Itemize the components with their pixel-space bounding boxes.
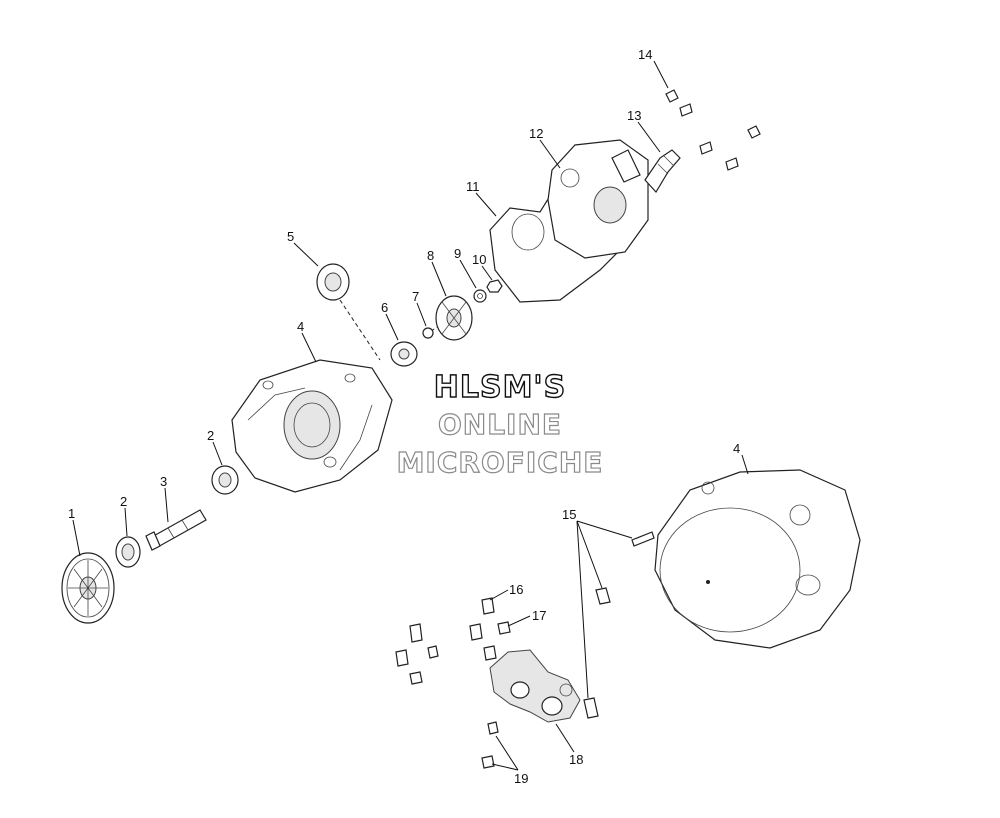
part-8-impeller	[435, 295, 473, 341]
callout-5: 5	[287, 229, 294, 244]
callout-6: 6	[381, 300, 388, 315]
callout-9: 9	[454, 246, 461, 261]
callout-7: 7	[412, 289, 419, 304]
part-16-17-sleeves	[395, 597, 511, 685]
callout-14: 14	[638, 47, 652, 62]
part-15-bolts	[583, 531, 655, 719]
part-13-fitting	[644, 149, 681, 193]
part-9-washer	[473, 289, 487, 303]
part-5-seal	[316, 263, 350, 301]
alignment-line	[339, 299, 381, 361]
watermark-line-1: HLSM'S	[433, 369, 567, 405]
part-6-bushing	[390, 341, 418, 367]
part-3-shaft	[145, 509, 207, 551]
callout-4: 4	[733, 441, 740, 456]
part-19-screws	[481, 721, 499, 769]
part-2-bearing-upper	[211, 465, 239, 495]
callout-17: 17	[532, 608, 546, 623]
callout-13: 13	[627, 108, 641, 123]
callout-8: 8	[427, 248, 434, 263]
callout-4: 4	[297, 319, 304, 334]
callout-19: 19	[514, 771, 528, 786]
callout-2: 2	[207, 428, 214, 443]
callout-labels: 1 2 3 2 4 5 6 7 8 9 10 11 12 13 14 4 15 …	[68, 47, 740, 786]
callout-12: 12	[529, 126, 543, 141]
callout-1: 1	[68, 506, 75, 521]
part-14-screws	[665, 89, 761, 171]
part-7-clip	[422, 327, 434, 339]
part-10-nut	[486, 279, 503, 293]
callout-15: 15	[562, 507, 576, 522]
callout-18: 18	[569, 752, 583, 767]
callout-11: 11	[466, 179, 480, 194]
part-1-gear	[61, 552, 115, 624]
part-4-cover-right	[654, 469, 861, 649]
part-2-bearing-lower	[115, 536, 141, 568]
part-4-housing-left	[231, 359, 393, 493]
callout-10: 10	[472, 252, 486, 267]
part-12-pump-cover	[547, 139, 649, 259]
leader-lines	[72, 60, 749, 771]
callout-3: 3	[160, 474, 167, 489]
watermark-line-2: ONLINE	[437, 407, 563, 441]
callout-16: 16	[509, 582, 523, 597]
callout-2: 2	[120, 494, 127, 509]
part-18-housing	[489, 649, 581, 723]
watermark-line-3: MICROFICHE	[396, 445, 604, 479]
